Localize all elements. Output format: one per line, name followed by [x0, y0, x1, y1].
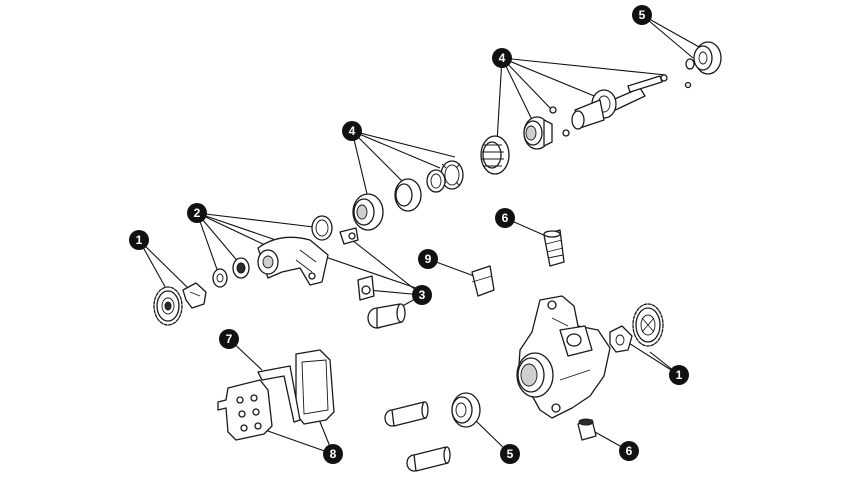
svg-text:1: 1 [676, 368, 683, 382]
bleed-screw-bottom [577, 418, 597, 441]
needle-bearing [480, 135, 510, 175]
callout-8: 8 [323, 444, 343, 464]
bolt-lower [406, 446, 451, 472]
caliper-body [516, 295, 611, 419]
callout-5-bottom: 5 [500, 444, 520, 464]
bleed-nipple-top [543, 229, 565, 267]
svg-text:8: 8 [330, 447, 337, 461]
callout-1-right: 1 [669, 365, 689, 385]
svg-text:4: 4 [349, 124, 356, 138]
svg-text:1: 1 [136, 233, 143, 247]
callout-6-bottom: 6 [619, 441, 639, 461]
spindle-assembly [549, 74, 692, 137]
brake-pad-back [295, 349, 335, 425]
spring-clip-9 [471, 265, 495, 297]
callout-7: 7 [219, 329, 239, 349]
pad-spring-7 [257, 365, 301, 423]
svg-text:2: 2 [194, 206, 201, 220]
bracket-3 [357, 275, 375, 301]
svg-text:9: 9 [425, 252, 432, 266]
bearing-cup-right [523, 116, 553, 150]
callout-2: 2 [187, 203, 207, 223]
svg-text:4: 4 [499, 51, 506, 65]
svg-text:6: 6 [502, 211, 509, 225]
svg-text:5: 5 [639, 8, 646, 22]
callout-6-top: 6 [495, 208, 515, 228]
rocker-arm [257, 215, 359, 286]
svg-text:7: 7 [226, 332, 233, 346]
adjuster-knob-top [685, 41, 722, 75]
washers-left [212, 257, 250, 288]
adjuster-knob-bottom [451, 392, 481, 428]
leader-lines [138, 14, 709, 455]
brake-pad-front [217, 379, 273, 441]
bolt-upper [384, 401, 429, 427]
svg-text:6: 6 [626, 444, 633, 458]
callout-3: 3 [412, 285, 432, 305]
gear-left [153, 286, 183, 326]
callout-4-mid: 4 [342, 121, 362, 141]
svg-text:5: 5 [507, 447, 514, 461]
callout-9: 9 [418, 249, 438, 269]
svg-text:3: 3 [419, 288, 426, 302]
clip-right [609, 325, 633, 353]
callout-4-right: 4 [492, 48, 512, 68]
bearing-group-mid [352, 160, 464, 231]
callout-5-top: 5 [632, 5, 652, 25]
clip-left [182, 282, 207, 309]
gear-right [632, 303, 664, 347]
pin-3 [367, 303, 406, 329]
callout-1-left: 1 [129, 230, 149, 250]
